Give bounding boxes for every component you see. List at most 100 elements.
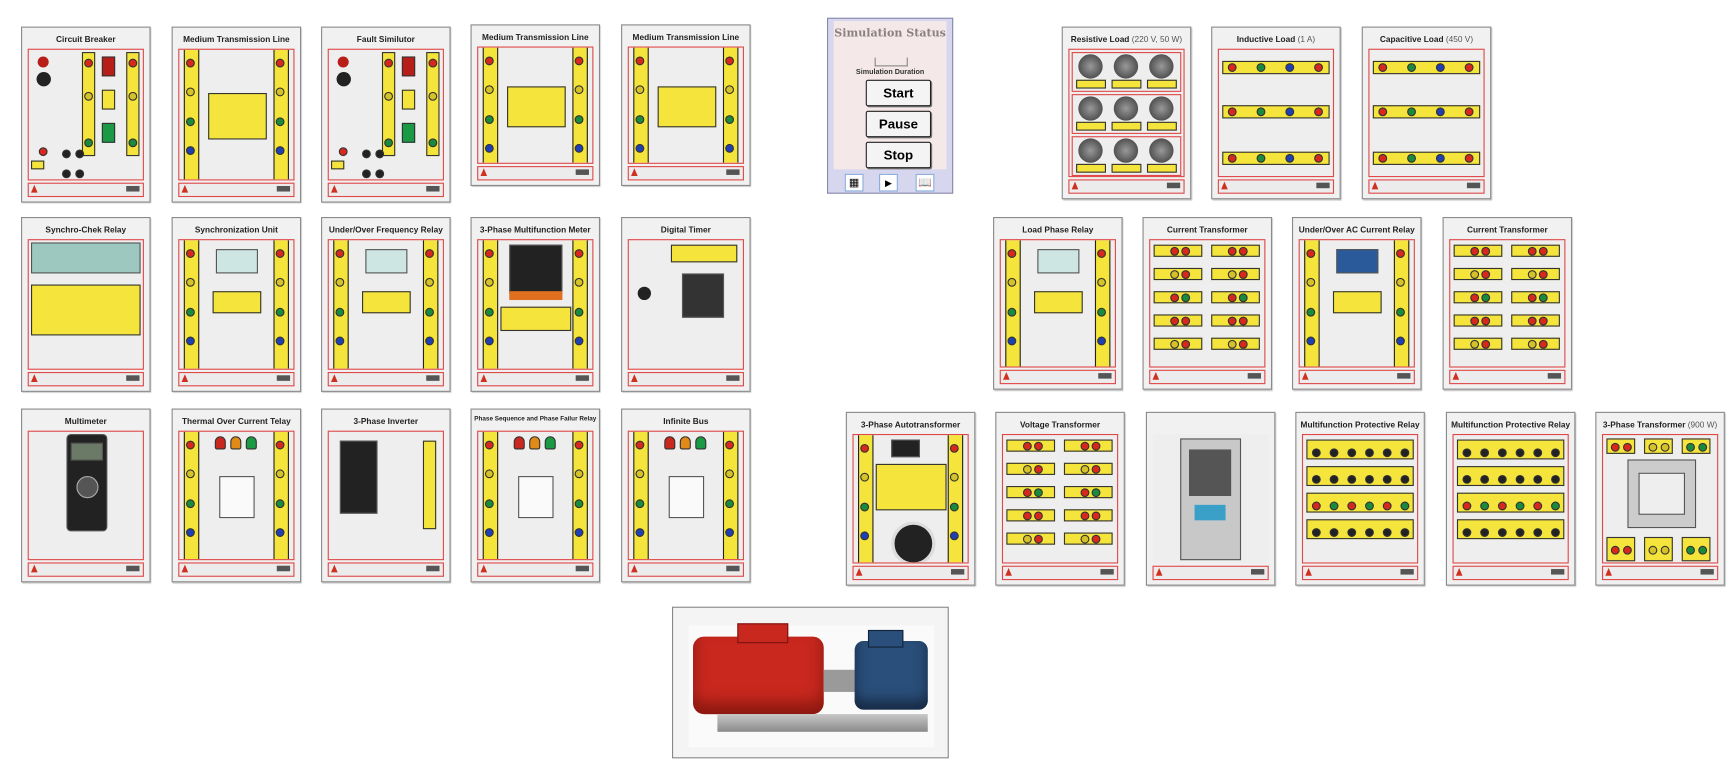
terminal-socket[interactable] bbox=[1181, 316, 1191, 326]
terminal-socket[interactable] bbox=[725, 56, 735, 66]
terminal-socket[interactable] bbox=[1022, 441, 1032, 451]
module-card[interactable]: Thermal Over Current Telay bbox=[171, 408, 302, 583]
terminal-socket[interactable] bbox=[1306, 307, 1316, 317]
terminal-socket[interactable] bbox=[1464, 63, 1474, 72]
terminal-socket[interactable] bbox=[185, 249, 195, 258]
terminal-socket[interactable] bbox=[484, 440, 494, 450]
module-card[interactable]: Voltage Transformer bbox=[995, 411, 1125, 586]
terminal-socket[interactable] bbox=[1551, 474, 1560, 484]
terminal-socket[interactable] bbox=[1314, 107, 1323, 117]
terminal-socket[interactable] bbox=[1686, 442, 1695, 452]
terminal-socket[interactable] bbox=[428, 138, 438, 148]
terminal-socket[interactable] bbox=[1538, 316, 1548, 326]
terminal-socket[interactable] bbox=[384, 91, 394, 101]
terminal-socket[interactable] bbox=[1227, 246, 1237, 256]
module-card[interactable]: 3-Phase Multifunction Meter bbox=[470, 216, 601, 392]
terminal-socket[interactable] bbox=[1527, 293, 1537, 303]
terminal-socket[interactable] bbox=[1623, 545, 1632, 555]
terminal-socket[interactable] bbox=[185, 336, 195, 346]
terminal-socket[interactable] bbox=[1538, 293, 1548, 303]
terminal-socket[interactable] bbox=[574, 440, 584, 450]
terminal-socket[interactable] bbox=[1347, 501, 1357, 511]
terminal-socket[interactable] bbox=[1497, 528, 1507, 537]
terminal-socket[interactable] bbox=[1551, 501, 1560, 511]
terminal-socket[interactable] bbox=[185, 116, 195, 126]
terminal-socket[interactable] bbox=[1311, 501, 1321, 511]
terminal-socket[interactable] bbox=[574, 527, 584, 537]
terminal-socket[interactable] bbox=[1097, 249, 1106, 258]
terminal-socket[interactable] bbox=[185, 58, 195, 68]
terminal-socket[interactable] bbox=[1181, 270, 1191, 279]
terminal-socket[interactable] bbox=[635, 527, 645, 537]
terminal-socket[interactable] bbox=[1464, 153, 1474, 163]
terminal-socket[interactable] bbox=[1080, 441, 1090, 451]
terminal-socket[interactable] bbox=[484, 336, 494, 346]
module-card[interactable]: Medium Transmission Line bbox=[171, 26, 302, 203]
terminal-socket[interactable] bbox=[185, 145, 195, 155]
terminal-socket[interactable] bbox=[949, 502, 959, 511]
terminal-socket[interactable] bbox=[1481, 293, 1491, 303]
module-card[interactable]: Inductive Load (1 A) bbox=[1211, 26, 1341, 200]
timer-knob-icon[interactable] bbox=[637, 286, 651, 301]
module-card[interactable]: Load Phase Relay bbox=[993, 216, 1123, 390]
terminal-socket[interactable] bbox=[574, 278, 584, 288]
terminal-socket[interactable] bbox=[1623, 442, 1632, 452]
terminal-socket[interactable] bbox=[635, 114, 645, 124]
terminal-socket[interactable] bbox=[1007, 249, 1017, 258]
terminal-socket[interactable] bbox=[484, 249, 494, 258]
terminal-socket[interactable] bbox=[1515, 448, 1525, 458]
terminal-socket[interactable] bbox=[275, 87, 285, 97]
terminal-socket[interactable] bbox=[428, 91, 438, 101]
module-card[interactable]: Under/Over Frequency Relay bbox=[321, 216, 451, 392]
terminal-socket[interactable] bbox=[1170, 270, 1180, 279]
terminal-socket[interactable] bbox=[1097, 278, 1106, 288]
module-card[interactable]: Current Transformer bbox=[1442, 216, 1573, 390]
terminal-socket[interactable] bbox=[574, 143, 584, 153]
terminal-socket[interactable] bbox=[1329, 501, 1339, 511]
terminal-socket[interactable] bbox=[1007, 307, 1017, 317]
module-card[interactable]: 3-Phase Autotransformer bbox=[845, 411, 976, 586]
terminal-socket[interactable] bbox=[375, 169, 385, 179]
terminal-socket[interactable] bbox=[1533, 448, 1543, 458]
terminal-socket[interactable] bbox=[1686, 545, 1695, 555]
terminal-socket[interactable] bbox=[362, 149, 371, 159]
terminal-socket[interactable] bbox=[1462, 474, 1472, 484]
terminal-socket[interactable] bbox=[185, 469, 195, 479]
terminal-socket[interactable] bbox=[1497, 501, 1507, 511]
module-card[interactable]: Multifunction Protective Relay bbox=[1295, 411, 1425, 586]
terminal-socket[interactable] bbox=[275, 336, 285, 346]
terminal-socket[interactable] bbox=[1034, 488, 1043, 498]
terminal-socket[interactable] bbox=[1238, 316, 1248, 326]
terminal-socket[interactable] bbox=[1329, 448, 1339, 458]
terminal-socket[interactable] bbox=[1329, 474, 1339, 484]
terminal-socket[interactable] bbox=[428, 58, 438, 68]
module-card[interactable]: Digital Timer bbox=[621, 216, 751, 392]
terminal-socket[interactable] bbox=[61, 169, 71, 179]
terminal-socket[interactable] bbox=[1347, 474, 1357, 484]
module-card[interactable]: Multimeter bbox=[21, 408, 151, 583]
terminal-socket[interactable] bbox=[1170, 293, 1180, 303]
module-card[interactable] bbox=[1145, 411, 1276, 586]
terminal-socket[interactable] bbox=[1314, 153, 1323, 163]
terminal-socket[interactable] bbox=[484, 56, 494, 66]
terminal-socket[interactable] bbox=[1091, 488, 1101, 498]
terminal-socket[interactable] bbox=[75, 169, 85, 179]
terminal-socket[interactable] bbox=[384, 138, 394, 148]
terminal-socket[interactable] bbox=[1034, 534, 1043, 544]
terminal-socket[interactable] bbox=[1407, 107, 1416, 117]
module-card[interactable]: Phase Sequence and Phase Failur Relay bbox=[470, 408, 601, 583]
terminal-socket[interactable] bbox=[185, 307, 195, 317]
video-icon[interactable]: ▶ bbox=[879, 173, 898, 192]
terminal-socket[interactable] bbox=[275, 116, 285, 126]
terminal-socket[interactable] bbox=[1527, 339, 1537, 349]
terminal-socket[interactable] bbox=[1396, 278, 1405, 288]
terminal-socket[interactable] bbox=[1227, 270, 1237, 279]
terminal-socket[interactable] bbox=[484, 143, 494, 153]
terminal-socket[interactable] bbox=[1400, 474, 1410, 484]
terminal-socket[interactable] bbox=[1400, 448, 1410, 458]
terminal-socket[interactable] bbox=[1480, 448, 1490, 458]
terminal-socket[interactable] bbox=[1515, 501, 1525, 511]
terminal-socket[interactable] bbox=[1080, 488, 1090, 498]
module-card[interactable]: Medium Transmission Line bbox=[470, 24, 601, 186]
terminal-socket[interactable] bbox=[725, 527, 735, 537]
